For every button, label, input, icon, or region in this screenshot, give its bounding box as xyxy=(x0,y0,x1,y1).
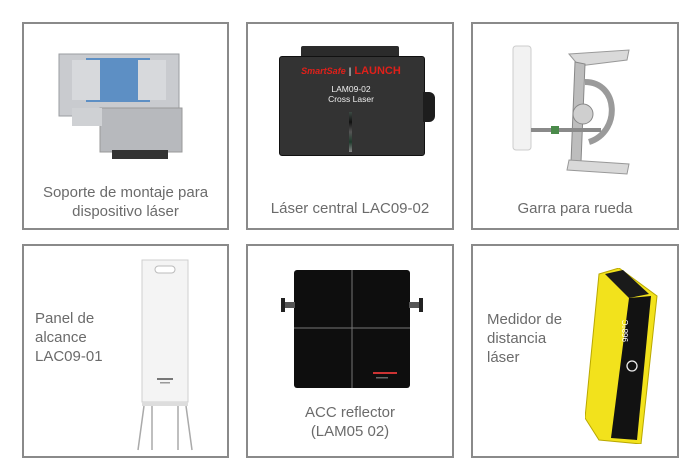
product-caption: Panel de alcance LAC09-01 xyxy=(35,309,103,366)
product-card-target-panel[interactable]: Panel de alcance LAC09-01 xyxy=(22,244,229,458)
caption-line: dispositivo láser xyxy=(72,203,179,220)
product-caption: Soporte de montaje para dispositivo láse… xyxy=(24,183,227,221)
product-card-laser-distance-meter[interactable]: Medidor de distancia láser 968⁰C xyxy=(471,244,679,458)
laser-distance-meter-image xyxy=(585,268,658,444)
device-model-label: LAM09-02 xyxy=(331,84,371,94)
product-caption: Medidor de distancia láser xyxy=(487,310,562,367)
caption-line: láser xyxy=(487,349,520,366)
product-card-acc-reflector[interactable]: ACC reflector (LAM05 02) xyxy=(246,244,454,458)
caption-line: Panel de xyxy=(35,310,95,327)
acc-reflector-image xyxy=(281,270,423,388)
cross-laser-image: SmartSafe | LAUNCH LAM09-02 Cross Laser xyxy=(279,46,435,158)
product-caption: ACC reflector (LAM05 02) xyxy=(248,403,452,441)
caption-line: Medidor de xyxy=(487,311,563,328)
laser-mount-image xyxy=(58,53,183,159)
device-subtitle-label: Cross Laser xyxy=(328,94,374,104)
product-card-wheel-clamp[interactable]: Garra para rueda xyxy=(471,22,679,230)
product-card-central-laser[interactable]: SmartSafe | LAUNCH LAM09-02 Cross Laser … xyxy=(246,22,454,230)
caption-line: ACC reflector xyxy=(304,404,396,421)
meter-display-reading: 968⁰C xyxy=(621,319,630,342)
caption-line: alcance xyxy=(35,329,87,346)
target-panel-image xyxy=(137,259,193,451)
caption-line: distancia xyxy=(487,330,547,347)
brand-logo-launch: LAUNCH xyxy=(354,65,401,77)
caption-line: (LAM05 02) xyxy=(310,423,390,440)
brand-logo-smartsafe: SmartSafe xyxy=(301,66,346,76)
wheel-clamp-image xyxy=(512,45,630,175)
product-caption: Láser central LAC09-02 xyxy=(270,200,430,217)
caption-line: Soporte de montaje para xyxy=(42,184,209,201)
product-card-laser-mount[interactable]: Soporte de montaje para dispositivo láse… xyxy=(22,22,229,230)
product-caption: Garra para rueda xyxy=(517,200,633,217)
caption-line: LAC09-01 xyxy=(35,348,103,365)
